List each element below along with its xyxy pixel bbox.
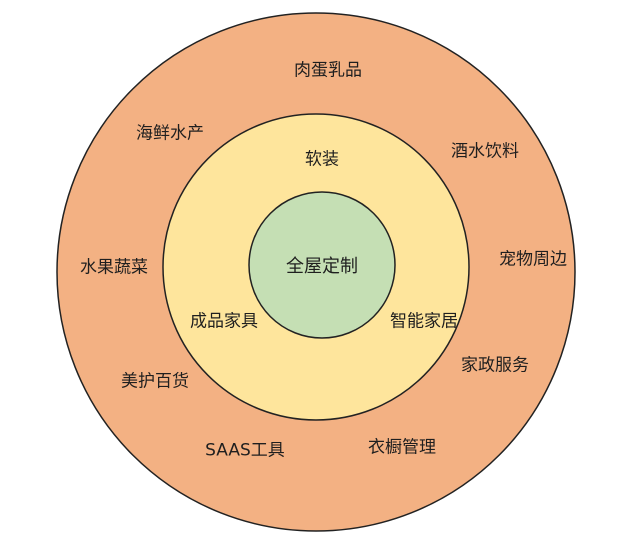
outer-label-beauty: 美护百货	[121, 371, 189, 392]
middle-label-top: 软装	[305, 149, 339, 170]
middle-label-left: 成品家具	[190, 311, 258, 332]
outer-label-liquor-beverage: 酒水饮料	[451, 141, 519, 162]
inner-circle	[248, 191, 396, 339]
middle-label-right: 智能家居	[390, 311, 458, 332]
outer-label-seafood: 海鲜水产	[136, 123, 204, 144]
outer-label-wardrobe: 衣橱管理	[368, 437, 436, 458]
outer-label-pet: 宠物周边	[499, 249, 567, 270]
center-label: 全屋定制	[286, 256, 358, 277]
outer-label-housekeeping: 家政服务	[461, 355, 529, 376]
outer-label-fruit-veg: 水果蔬菜	[80, 257, 148, 278]
outer-label-saas: SAAS工具	[205, 440, 285, 461]
outer-label-meat-dairy: 肉蛋乳品	[294, 60, 362, 81]
